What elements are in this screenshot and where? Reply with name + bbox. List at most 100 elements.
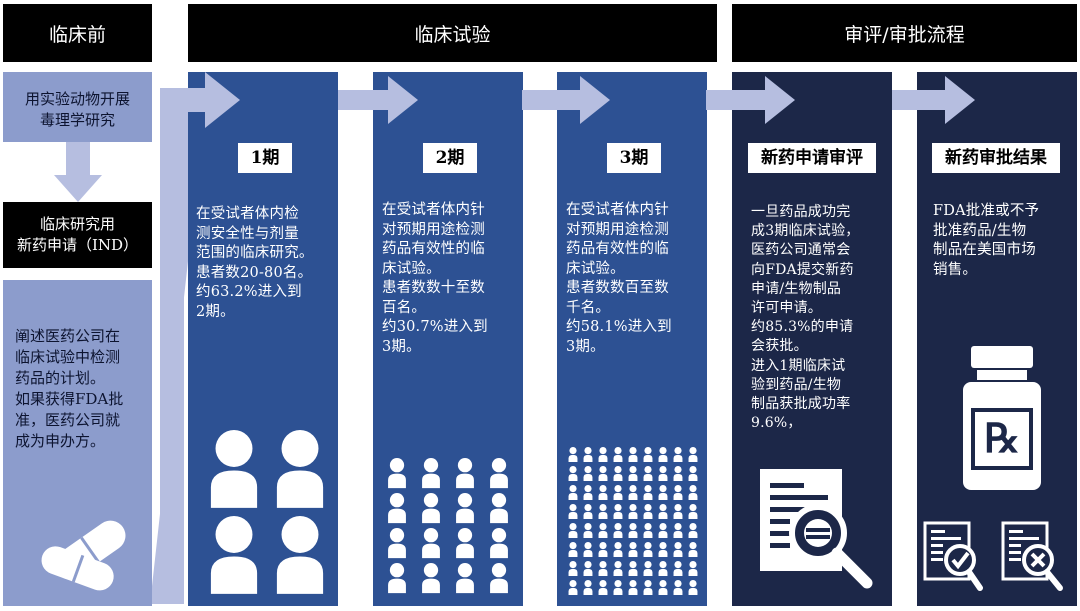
person-icon — [688, 580, 698, 596]
person-icon — [673, 485, 683, 501]
text-line: 床试验。 — [382, 260, 441, 277]
person-icon — [658, 542, 668, 558]
text-line: 在受试者体内针 — [382, 202, 485, 218]
person-icon — [598, 504, 608, 520]
review-description: 一旦药品成功完 成3期临床试验， 医药公司通常会 向FDA提交新药 申请/生物制… — [751, 203, 860, 433]
person-icon — [388, 458, 406, 489]
animal-study-line: 用实验动物开展 — [24, 90, 130, 108]
result-description: FDA批准或不予 批准药品/生物 制品在美国市场 销售。 — [933, 202, 1039, 280]
person-icon — [688, 485, 698, 501]
text-line: FDA批准或不予 — [933, 203, 1040, 219]
person-icon — [658, 561, 668, 577]
phase-3-description: 在受试者体内针 对预期用途检测 药品有效性的临 床试验。 患者数数百至数 千名。… — [566, 201, 672, 357]
person-icon — [568, 561, 578, 577]
person-icon — [276, 430, 324, 508]
person-icon — [598, 561, 608, 577]
person-icon — [490, 563, 508, 594]
review-title: 新药申请审评 — [748, 143, 876, 173]
text-line: 9.6%， — [751, 415, 802, 432]
person-icon — [456, 493, 474, 524]
person-icon — [688, 542, 698, 558]
person-icon — [673, 542, 683, 558]
person-icon — [568, 504, 578, 520]
plan-line: 成为申办方。 — [15, 432, 106, 450]
person-icon — [456, 458, 474, 489]
person-icon — [643, 447, 653, 463]
person-icon — [598, 466, 608, 482]
person-icon — [422, 563, 440, 594]
person-icon — [643, 580, 653, 596]
person-icon — [643, 542, 653, 558]
ind-line: 新药申请（IND） — [16, 236, 139, 254]
phase-2-description: 在受试者体内针 对预期用途检测 药品有效性的临 床试验。 患者数数十至数 百名。… — [382, 201, 488, 357]
result-title: 新药审批结果 — [932, 143, 1060, 173]
pills-icon — [41, 520, 126, 591]
text-line: 患者数20-80名。 — [196, 264, 313, 281]
text-line: 向FDA提交新药 — [751, 261, 854, 278]
text-line: 药品有效性的临 — [382, 241, 485, 257]
person-icon — [490, 493, 508, 524]
person-icon — [628, 542, 638, 558]
text-line: 测安全性与剂量 — [196, 225, 299, 242]
phase-1-description: 在受试者体内检 测安全性与剂量 范围的临床研究。 患者数20-80名。 约63.… — [196, 205, 314, 322]
person-icon — [422, 458, 440, 489]
phase-2-title: 2期 — [423, 143, 477, 173]
rejected-document-icon — [1001, 521, 1063, 591]
person-icon — [688, 466, 698, 482]
header-review: 审评/审批流程 — [732, 4, 1077, 62]
person-icon — [456, 528, 474, 559]
person-icon — [658, 523, 668, 539]
person-icon — [598, 542, 608, 558]
person-icon — [628, 485, 638, 501]
text-line: 约85.3%的申请 — [751, 319, 854, 336]
person-icon — [388, 528, 406, 559]
person-icon — [688, 447, 698, 463]
person-icon — [422, 528, 440, 559]
person-icon — [613, 523, 623, 539]
text-line: 对预期用途检测 — [566, 221, 669, 238]
person-icon — [583, 485, 593, 501]
text-line: 百名。 — [382, 299, 427, 316]
person-icon — [613, 485, 623, 501]
person-icon — [643, 466, 653, 482]
person-icon — [613, 542, 623, 558]
person-icon — [490, 528, 508, 559]
text-line: 2期。 — [196, 303, 235, 320]
person-icon — [643, 485, 653, 501]
text-line: 千名。 — [566, 299, 611, 316]
phase-1-title: 1期 — [238, 143, 292, 173]
plan-line: 药品的计划。 — [15, 369, 106, 387]
header-preclinical: 临床前 — [3, 4, 152, 62]
person-icon — [613, 580, 623, 596]
text-line: 在受试者体内针 — [566, 202, 669, 218]
ind-box: 临床研究用 新药申请（IND） — [3, 202, 152, 268]
person-icon — [388, 493, 406, 524]
person-icon — [628, 561, 638, 577]
text-line: 申请/生物制品 — [751, 280, 842, 297]
person-icon — [490, 458, 508, 489]
text-line: 范围的临床研究。 — [196, 245, 314, 261]
person-icon — [583, 523, 593, 539]
text-line: 批准药品/生物 — [933, 222, 1027, 239]
person-icon — [643, 561, 653, 577]
text-line: 制品获批成功率 — [751, 396, 851, 413]
prescription-bottle-icon: ℞ — [963, 346, 1041, 490]
person-icon — [598, 485, 608, 501]
document-magnifier-icon — [760, 469, 873, 589]
person-icon — [210, 430, 258, 508]
person-icon — [568, 485, 578, 501]
plan-box: 阐述医药公司在 临床试验中检测 药品的计划。 如果获得FDA批 准，医药公司就 … — [3, 280, 152, 606]
phase-3-title: 3期 — [607, 143, 661, 173]
person-icon — [658, 580, 668, 596]
plan-line: 准，医药公司就 — [15, 411, 121, 429]
person-icon — [613, 504, 623, 520]
animal-study-line: 毒理学研究 — [39, 111, 115, 129]
text-line: 患者数数十至数 — [382, 280, 485, 296]
person-icon — [276, 516, 324, 594]
text-line: 进入1期临床试 — [751, 357, 846, 374]
text-line: 约63.2%进入到 — [196, 284, 302, 300]
text-line: 约30.7%进入到 — [382, 319, 488, 335]
person-icon — [628, 447, 638, 463]
person-icon — [658, 447, 668, 463]
